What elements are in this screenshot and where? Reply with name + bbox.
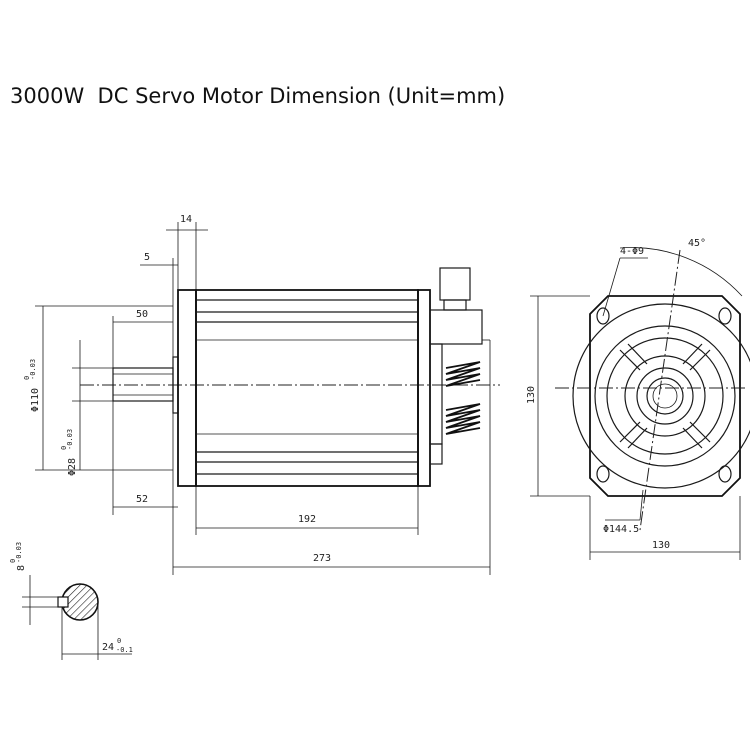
dim-flange-height: 130 (526, 386, 537, 404)
dim-shaft-length: 50 (136, 309, 148, 320)
dim-key-width: 8 (16, 565, 27, 571)
rib (627, 427, 648, 449)
rear-fins (429, 343, 481, 465)
encoder-housing (429, 309, 483, 345)
motor-body (195, 289, 419, 487)
bolt-circle-leader (639, 489, 644, 521)
connector-top (439, 267, 471, 301)
dim-key-tolerance: -0.03 (15, 542, 23, 563)
front-outer-circle (572, 303, 750, 489)
flange (177, 289, 197, 487)
connector-base (443, 299, 467, 311)
dim-angle: 45° (688, 238, 706, 249)
rib (689, 349, 711, 371)
rib (619, 421, 641, 443)
page-title: 3000W DC Servo Motor Dimension (Unit=mm) (10, 84, 506, 108)
mount-hole (596, 307, 610, 325)
dim-shaft-diameter: Φ28 (67, 458, 78, 476)
shaft-section: 8 -0.03 0 24 -0.1 0 (9, 542, 133, 660)
front-shaft-inner (652, 383, 678, 409)
dim-flange-thickness: 14 (180, 214, 192, 225)
dim-key-depth-tolerance: -0.1 (116, 646, 133, 654)
rib (682, 343, 703, 365)
dim-spigot-tolerance: -0.03 (29, 359, 37, 380)
dim-bolt-circle: Φ144.5 (603, 524, 639, 535)
dim-key-depth-tolerance-top: 0 (117, 637, 121, 645)
holes-leader (602, 257, 621, 317)
mount-hole (718, 307, 732, 325)
dim-key-tolerance-top: 0 (9, 559, 17, 563)
dim-body-length: 192 (298, 514, 316, 525)
rib (627, 343, 648, 365)
dim-spigot-depth: 5 (144, 252, 150, 263)
side-view: 14 5 50 52 192 273 Φ110 -0.03 0 (23, 214, 500, 575)
dim-spigot-diameter: Φ110 (30, 388, 41, 412)
mount-hole (596, 465, 610, 483)
rib (689, 421, 711, 443)
mount-hole (718, 465, 732, 483)
dim-holes: 4-Φ9 (620, 246, 644, 257)
dim-shaft-tolerance-top: 0 (60, 446, 68, 450)
rib (619, 349, 641, 371)
dim-key-depth: 24 (102, 642, 114, 653)
key-slot (57, 596, 69, 608)
dim-spigot-tolerance-top: 0 (23, 376, 31, 380)
angle-arc (619, 247, 743, 297)
dim-flange-width: 130 (652, 540, 670, 551)
front-ring (624, 355, 706, 437)
front-flange (589, 295, 741, 497)
front-ring (594, 325, 736, 467)
front-centerline-diag (639, 249, 681, 531)
rib (682, 427, 703, 449)
dim-total-length: 273 (313, 553, 331, 564)
dim-shaft-from-flange: 52 (136, 494, 148, 505)
front-spigot (636, 367, 694, 425)
front-shaft (646, 377, 684, 415)
front-view: 45° 4-Φ9 Φ144.5 130 130 (526, 238, 750, 560)
dim-shaft-tolerance: -0.03 (66, 429, 74, 450)
front-ring (606, 337, 724, 455)
end-cap (417, 289, 431, 487)
